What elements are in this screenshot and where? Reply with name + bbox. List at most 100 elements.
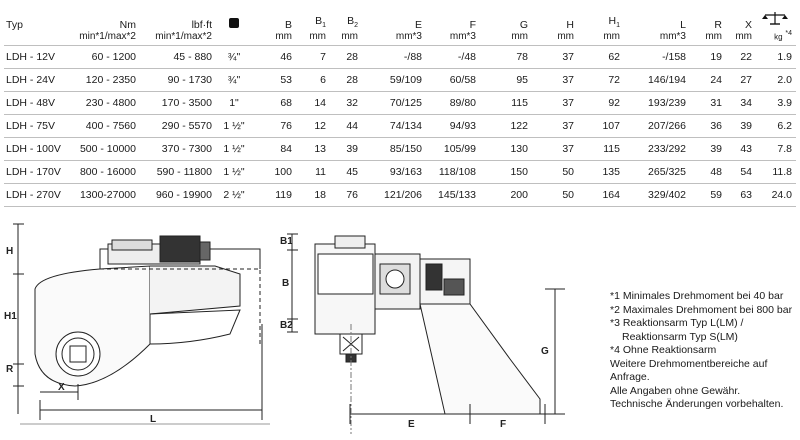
dim-label-b2: B2 [280,320,293,331]
cell-b2: 45 [330,160,362,184]
cell-g: 150 [480,160,532,184]
cell-x: 43 [726,137,756,161]
cell-f: 60/58 [426,68,480,92]
cell-kg: 2.0 [756,68,796,92]
cell-typ: LDH - 48V [4,91,74,115]
cell-lbf: 170 - 3500 [140,91,216,115]
cell-nm: 500 - 10000 [74,137,140,161]
cell-lbf: 590 - 11800 [140,160,216,184]
cell-h: 50 [532,160,578,184]
cell-x: 63 [726,183,756,207]
col-typ: Typ [6,19,23,31]
cell-kg: 6.2 [756,114,796,138]
cell-r: 24 [690,68,726,92]
dim-label-h1: H1 [4,311,17,322]
cell-nm: 400 - 7560 [74,114,140,138]
cell-h1: 62 [578,45,624,69]
cell-l: -/158 [624,45,690,69]
footnote-3a: *3 Reaktionsarm Typ L(LM) / [610,317,744,329]
cell-x: 34 [726,91,756,115]
cell-r: 19 [690,45,726,69]
footnotes: *1 Minimales Drehmoment bei 40 bar *2 Ma… [610,290,798,412]
cell-e: 121/206 [362,183,426,207]
cell-b2: 76 [330,183,362,207]
footnote-3b: Reaktionsarm Typ S(LM) [622,330,738,343]
cell-l: 207/266 [624,114,690,138]
square-drive-icon [229,18,239,28]
front-view-labels: B1 B B2 E F G [280,236,549,430]
cell-e: 59/109 [362,68,426,92]
cell-kg: 7.8 [756,137,796,161]
cell-l: 329/402 [624,183,690,207]
cell-lbf: 370 - 7300 [140,137,216,161]
cell-g: 78 [480,45,532,69]
cell-drive: 2 ½" [216,183,256,207]
cell-h1: 115 [578,137,624,161]
cell-e: 74/134 [362,114,426,138]
cell-b: 76 [256,114,296,138]
front-view-drawing [287,233,565,434]
cell-f: 105/99 [426,137,480,161]
dim-label-b: B [282,278,289,289]
cell-h: 50 [532,183,578,207]
cell-b1: 13 [296,137,330,161]
cell-h: 37 [532,45,578,69]
cell-lbf: 90 - 1730 [140,68,216,92]
side-view-drawing [13,223,270,425]
cell-f: 94/93 [426,114,480,138]
col-weight: kg *4 [756,4,796,46]
dim-label-r: R [6,364,14,375]
cell-b1: 7 [296,45,330,69]
cell-l: 233/292 [624,137,690,161]
cell-b2: 44 [330,114,362,138]
footnote-1: *1 Minimales Drehmoment bei 40 bar [610,290,784,302]
dim-label-h: H [6,246,13,257]
cell-x: 39 [726,114,756,138]
cell-r: 39 [690,137,726,161]
cell-lbf: 290 - 5570 [140,114,216,138]
cell-r: 48 [690,160,726,184]
cell-f: 118/108 [426,160,480,184]
cell-nm: 800 - 16000 [74,160,140,184]
dim-label-g: G [541,346,549,357]
cell-f: 89/80 [426,91,480,115]
cell-b2: 32 [330,91,362,115]
cell-h: 37 [532,114,578,138]
cell-b1: 12 [296,114,330,138]
cell-l: 146/194 [624,68,690,92]
col-drive [216,4,256,46]
cell-kg: 1.9 [756,45,796,69]
dim-label-l: L [150,414,156,425]
cell-b2: 28 [330,45,362,69]
cell-g: 115 [480,91,532,115]
cell-nm: 120 - 2350 [74,68,140,92]
cell-drive: ¾" [216,45,256,69]
cell-x: 22 [726,45,756,69]
cell-typ: LDH - 12V [4,45,74,69]
cell-drive: 1" [216,91,256,115]
cell-l: 193/239 [624,91,690,115]
cell-r: 36 [690,114,726,138]
cell-lbf: 45 - 880 [140,45,216,69]
cell-b: 100 [256,160,296,184]
cell-b: 119 [256,183,296,207]
cell-typ: LDH - 75V [4,114,74,138]
cell-l: 265/325 [624,160,690,184]
cell-typ: LDH - 24V [4,68,74,92]
cell-b2: 28 [330,68,362,92]
cell-g: 95 [480,68,532,92]
scale-icon [762,11,788,25]
cell-drive: 1 ½" [216,137,256,161]
